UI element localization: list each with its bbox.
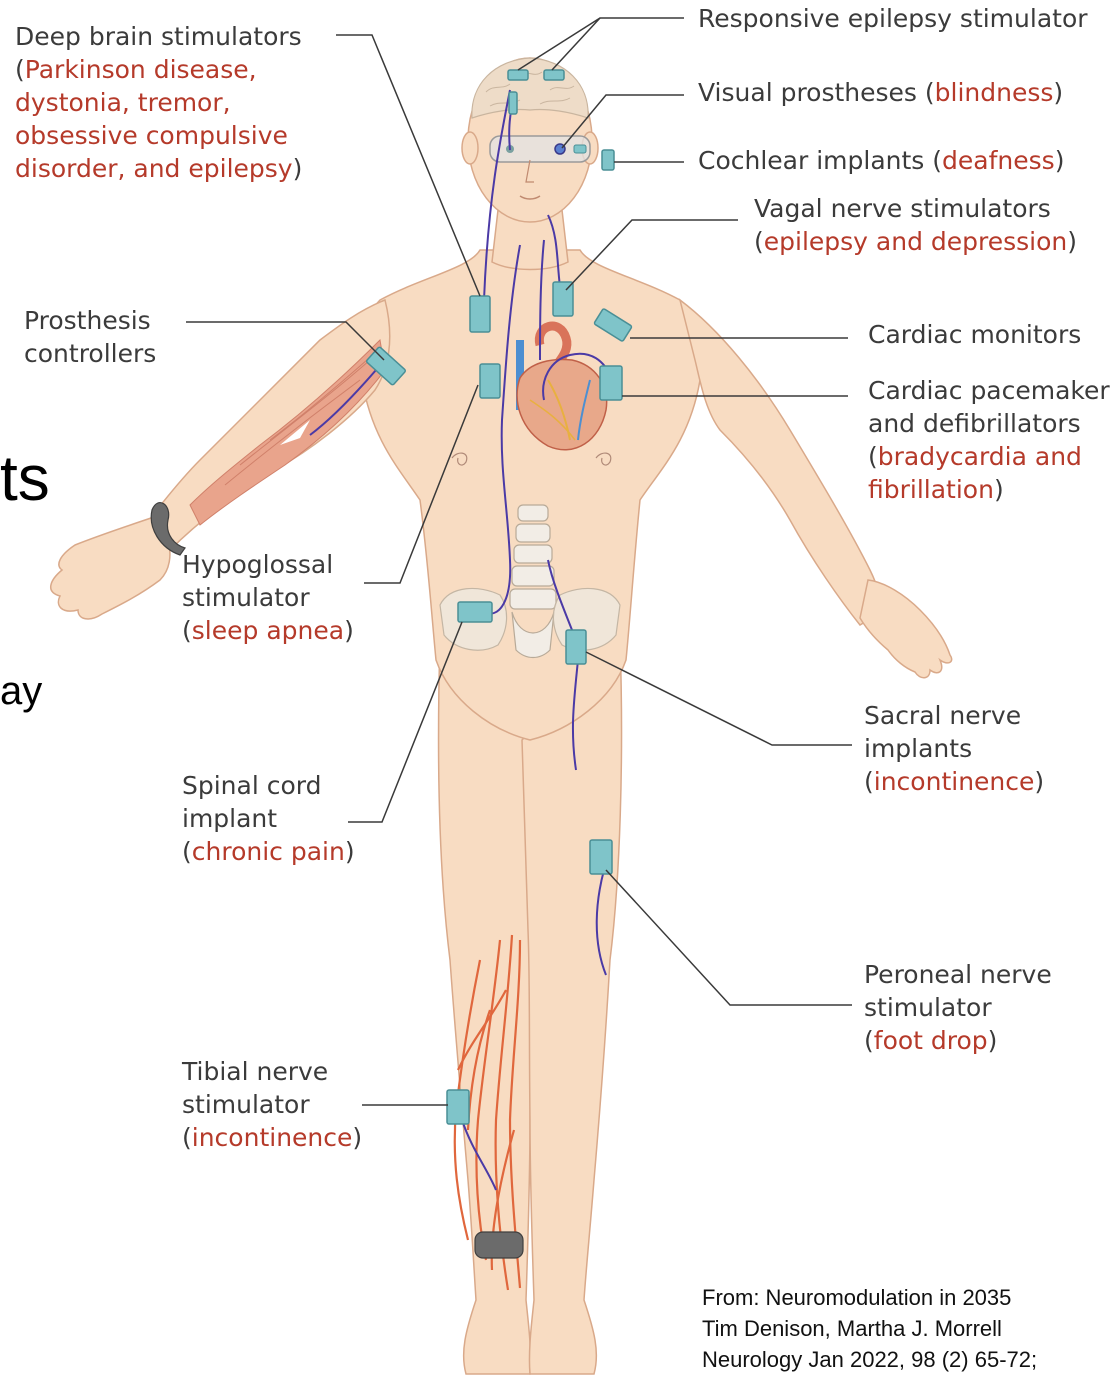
tibial-nerve-stimulator-device [447, 1090, 469, 1124]
vagal-nerve-stimulator-device [553, 282, 573, 316]
label-title: Cardiac monitors [868, 318, 1081, 351]
label-title: Prosthesis [24, 304, 156, 337]
label-visual-prostheses: Visual prostheses (blindness) [698, 76, 1063, 109]
label-title: Deep brain stimulators [15, 20, 302, 53]
label-title: Cochlear implants [698, 146, 924, 175]
label-title: stimulator [182, 1088, 362, 1121]
paren-close: ) [293, 154, 303, 183]
label-title: Visual prostheses [698, 78, 917, 107]
label-cardiac-monitors: Cardiac monitors [868, 318, 1081, 351]
citation-line: Tim Denison, Martha J. Morrell [702, 1313, 1037, 1344]
leader-sacral [586, 652, 852, 745]
label-title: Spinal cord [182, 769, 355, 802]
label-condition: dystonia, tremor, [15, 86, 302, 119]
label-title: Sacral nerve [864, 699, 1044, 732]
hypoglossal-stimulator-device [480, 364, 500, 398]
peroneal-nerve-stimulator-device [590, 840, 612, 874]
citation-line: From: Neuromodulation in 2035 [702, 1282, 1037, 1313]
label-cardiac-pacemaker: Cardiac pacemaker and defibrillators (br… [868, 374, 1110, 506]
spinal-cord-implant-device [458, 602, 492, 622]
torso [361, 250, 700, 740]
label-cochlear-implants: Cochlear implants (deafness) [698, 144, 1064, 177]
left-arm [680, 300, 885, 625]
label-condition: sleep apnea [192, 616, 344, 645]
label-deep-brain-stimulators: Deep brain stimulators (Parkinson diseas… [15, 20, 302, 185]
label-prosthesis-controllers: Prosthesis controllers [24, 304, 156, 370]
label-condition: obsessive compulsive [15, 119, 302, 152]
label-title: controllers [24, 337, 156, 370]
label-title: implants [864, 732, 1044, 765]
label-title: Cardiac pacemaker [868, 374, 1110, 407]
ankle-band [475, 1232, 523, 1258]
label-tibial-nerve-stimulator: Tibial nerve stimulator (incontinence) [182, 1055, 362, 1154]
label-title: implant [182, 802, 355, 835]
sacral-nerve-implant-device [566, 630, 586, 664]
paren-open: ( [15, 55, 25, 84]
responsive-epilepsy-device-b [544, 70, 564, 80]
leader-peroneal [606, 870, 852, 1005]
slide-text-fragment: ay [0, 664, 42, 718]
label-vagal-nerve-stimulators: Vagal nerve stimulators (epilepsy and de… [754, 192, 1077, 258]
label-responsive-epilepsy-stimulator: Responsive epilepsy stimulator [698, 2, 1088, 35]
camera-device [574, 145, 586, 153]
spine [510, 505, 556, 658]
right-arm [155, 300, 390, 550]
left-hand [860, 580, 952, 678]
forearm-muscles [190, 340, 385, 525]
label-condition: chronic pain [192, 837, 345, 866]
label-condition: incontinence [874, 767, 1035, 796]
responsive-epilepsy-device-a [508, 70, 528, 80]
label-condition: blindness [935, 78, 1054, 107]
deep-brain-lead-device [509, 92, 517, 114]
label-condition: incontinence [192, 1123, 353, 1152]
label-title: Peroneal nerve [864, 958, 1052, 991]
citation: From: Neuromodulation in 2035 Tim Deniso… [702, 1282, 1037, 1375]
label-hypoglossal-stimulator: Hypoglossal stimulator (sleep apnea) [182, 548, 354, 647]
citation-line: Neurology Jan 2022, 98 (2) 65-72; [702, 1344, 1037, 1375]
cochlear-implant-device [602, 150, 614, 170]
deep-brain-stimulator-device [470, 296, 490, 332]
label-spinal-cord-implant: Spinal cord implant (chronic pain) [182, 769, 355, 868]
label-condition: fibrillation [868, 475, 994, 504]
label-title: stimulator [864, 991, 1052, 1024]
label-peroneal-nerve-stimulator: Peroneal nerve stimulator (foot drop) [864, 958, 1052, 1057]
label-sacral-nerve-implants: Sacral nerve implants (incontinence) [864, 699, 1044, 798]
label-condition: deafness [942, 146, 1055, 175]
label-title: Responsive epilepsy stimulator [698, 2, 1088, 35]
label-condition: disorder, and epilepsy [15, 154, 293, 183]
left-leg [522, 640, 622, 1374]
pacemaker-device [600, 366, 622, 400]
right-ear [462, 132, 478, 164]
slide-text-fragment: ts [0, 438, 50, 518]
label-condition: epilepsy and depression [764, 227, 1068, 256]
label-title: and defibrillators [868, 407, 1110, 440]
label-title: stimulator [182, 581, 354, 614]
label-condition: bradycardia and [878, 442, 1082, 471]
label-condition: foot drop [874, 1026, 988, 1055]
label-title: Vagal nerve stimulators [754, 192, 1077, 225]
label-title: Hypoglossal [182, 548, 354, 581]
label-condition: Parkinson disease, [25, 55, 257, 84]
right-hand [51, 515, 170, 619]
leader-deep-brain [336, 35, 480, 296]
label-title: Tibial nerve [182, 1055, 362, 1088]
